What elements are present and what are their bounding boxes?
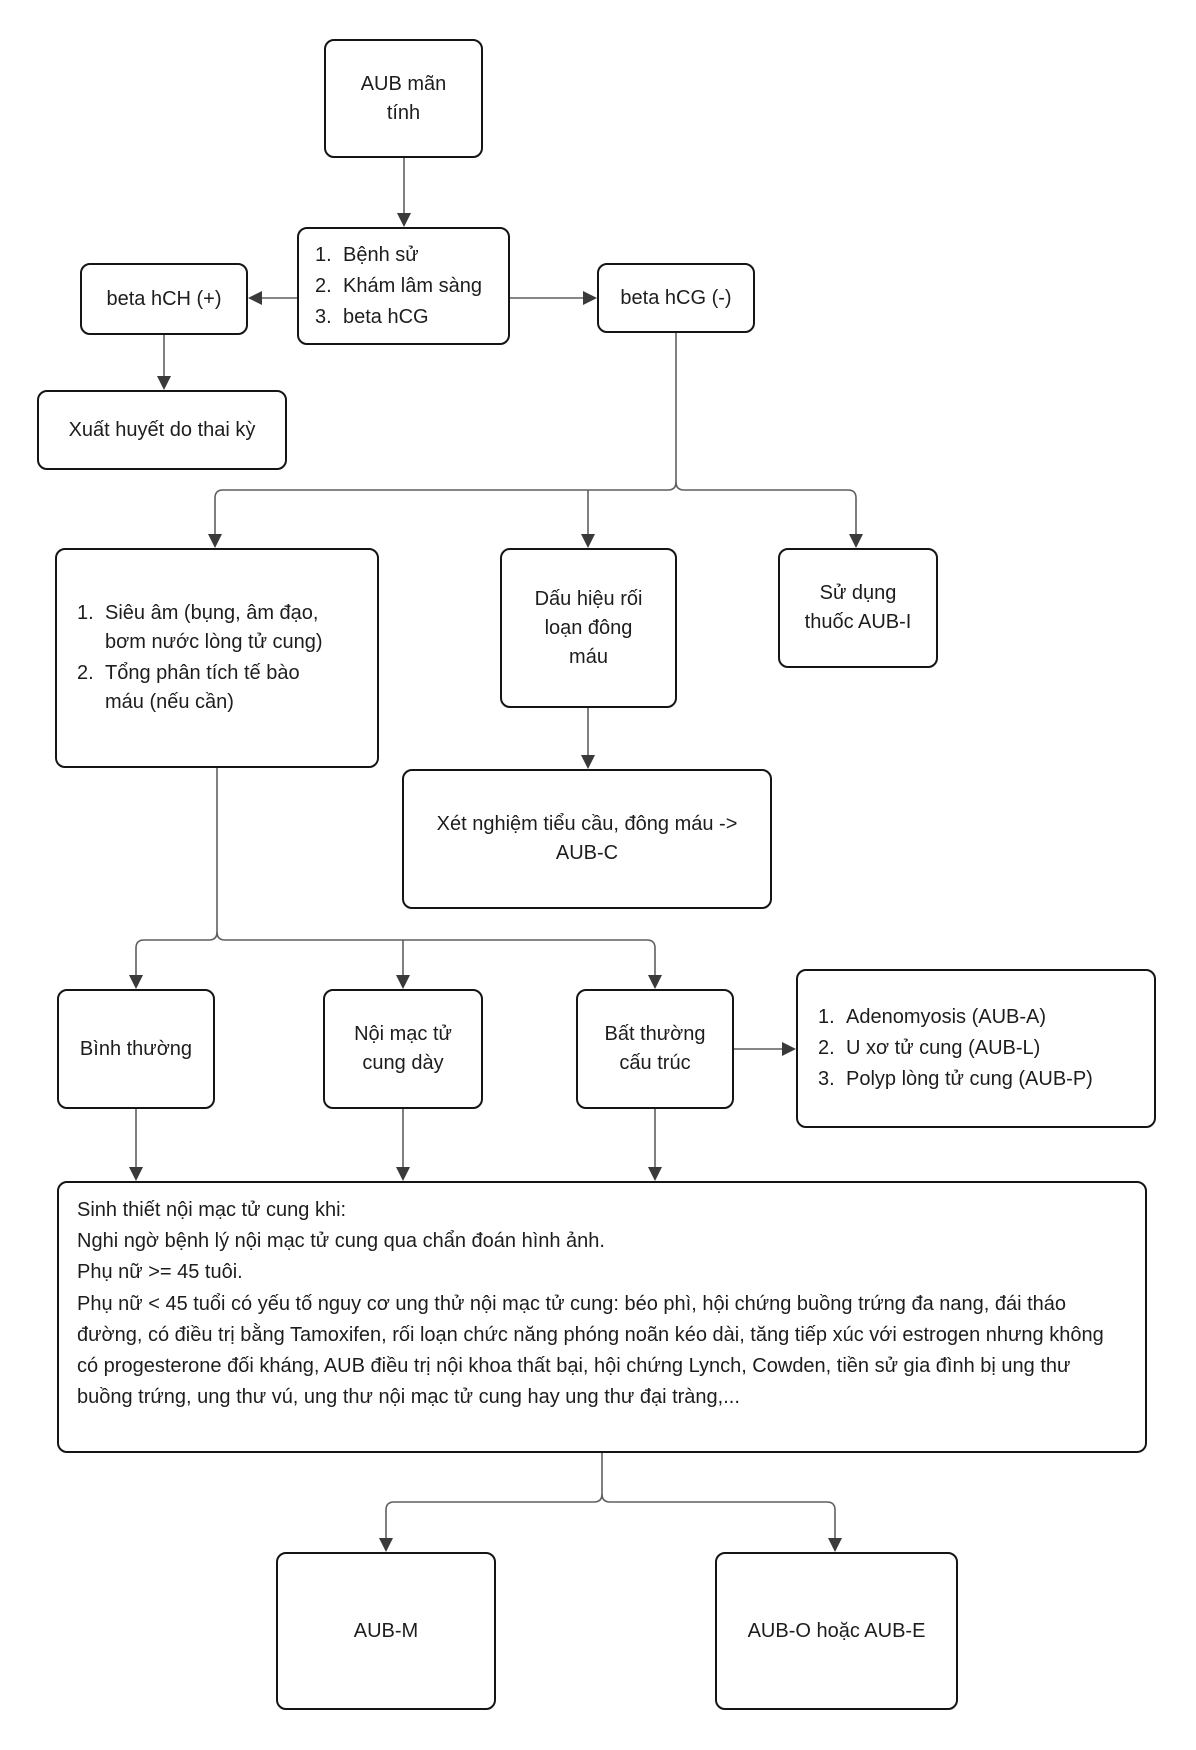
node-structural-causes-list: 1. Adenomyosis (AUB-A) 2. U xơ tử cung (… (796, 969, 1156, 1128)
branch-biopsy-two-way (379, 1453, 842, 1552)
workup-item-1: 1. Bệnh sử (315, 243, 419, 266)
arrow-structural-to-list (734, 1042, 796, 1056)
structural-item-1: 1. Adenomyosis (AUB-A) (818, 1006, 1047, 1028)
node-biopsy-indications: Sinh thiết nội mạc tử cung khi: Nghi ngờ… (57, 1181, 1147, 1453)
node-thick-endometrium: Nội mạc tử cung dày (323, 989, 483, 1109)
node-coagulation-test: Xét nghiệm tiểu cầu, đông máu -> AUB-C (402, 769, 772, 909)
imaging-item-1: 1. Siêu âm (bụng, âm đạo, bơm nước lòng … (77, 602, 323, 653)
node-pregnancy-bleeding: Xuất huyết do thai kỳ (37, 390, 287, 470)
node-structural-abnormality: Bất thường cấu trúc (576, 989, 734, 1109)
node-workup-steps: 1. Bệnh sử 2. Khám lâm sàng 3. beta hCG (297, 227, 510, 345)
branch-imaging-three-way (129, 768, 662, 989)
arrow-hch-to-pregnancy (157, 335, 171, 390)
arrow-normal-to-biopsy (129, 1109, 143, 1181)
node-aub-chronic-label: AUB mãn tính (360, 72, 447, 124)
node-coagulation-signs: Dấu hiệu rối loạn đông máu (500, 548, 677, 708)
node-imaging-workup: 1. Siêu âm (bụng, âm đạo, bơm nước lòng … (55, 548, 379, 768)
structural-item-3: 3. Polyp lòng tử cung (AUB-P) (818, 1068, 1093, 1090)
arrow-workup-to-hcg (510, 291, 597, 305)
node-beta-hch-positive: beta hCH (+) (80, 263, 248, 335)
node-beta-hcg-negative: beta hCG (-) (597, 263, 755, 333)
node-aub-o-or-e: AUB-O hoặc AUB-E (715, 1552, 958, 1710)
branch-hcg-three-way (208, 333, 863, 548)
biopsy-line-2: Nghi ngờ bệnh lý nội mạc tử cung qua chẩ… (77, 1230, 605, 1253)
arrow-aub-to-workup (397, 158, 411, 227)
structural-item-2: 2. U xơ tử cung (AUB-L) (818, 1037, 1041, 1059)
workup-item-2: 2. Khám lâm sàng (315, 274, 482, 297)
imaging-item-2: 2. Tổng phân tích tế bào máu (nếu cần) (77, 662, 300, 713)
biopsy-line-4: Phụ nữ < 45 tuổi có yếu tố nguy cơ ung t… (77, 1292, 1104, 1409)
node-aub-i-medication: Sử dụng thuốc AUB-I (778, 548, 938, 668)
node-aub-m: AUB-M (276, 1552, 496, 1710)
arrow-coagsigns-to-coagtest (581, 708, 595, 769)
workup-item-3: 3. beta hCG (315, 305, 429, 328)
biopsy-line-3: Phụ nữ >= 45 tuôi. (77, 1261, 243, 1284)
arrow-thick-to-biopsy (396, 1109, 410, 1181)
arrow-structural-to-biopsy (648, 1109, 662, 1181)
node-normal-result: Bình thường (57, 989, 215, 1109)
arrow-workup-to-hch (248, 291, 297, 305)
node-aub-chronic: AUB mãn tính (324, 39, 483, 158)
biopsy-line-1: Sinh thiết nội mạc tử cung khi: (77, 1199, 347, 1221)
